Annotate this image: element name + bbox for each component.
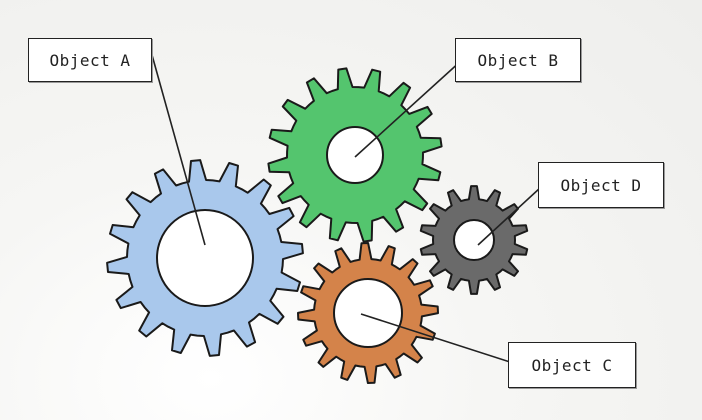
gear-a — [106, 159, 304, 357]
connector-lines — [151, 54, 541, 363]
label-object-a: Object A — [28, 38, 152, 82]
gear-b — [267, 67, 443, 243]
gear-d — [419, 185, 529, 295]
label-object-c-text: Object C — [531, 355, 613, 375]
gear-a-hole — [156, 209, 254, 307]
label-object-a-text: Object A — [49, 50, 131, 70]
gear-b-hole — [326, 126, 384, 184]
gears-layer — [106, 67, 529, 384]
gear-d-hole — [453, 219, 495, 261]
connector-line-b — [354, 59, 463, 158]
gear-c-hole — [333, 278, 403, 348]
label-object-d-text: Object D — [560, 175, 642, 195]
connector-line-a — [151, 54, 206, 246]
connector-line-d — [477, 187, 541, 246]
label-object-b-text: Object B — [477, 50, 559, 70]
gear-c — [297, 242, 439, 384]
connector-line-c — [360, 313, 511, 363]
label-object-c: Object C — [508, 342, 636, 388]
label-object-b: Object B — [455, 38, 581, 82]
label-object-d: Object D — [538, 162, 664, 208]
